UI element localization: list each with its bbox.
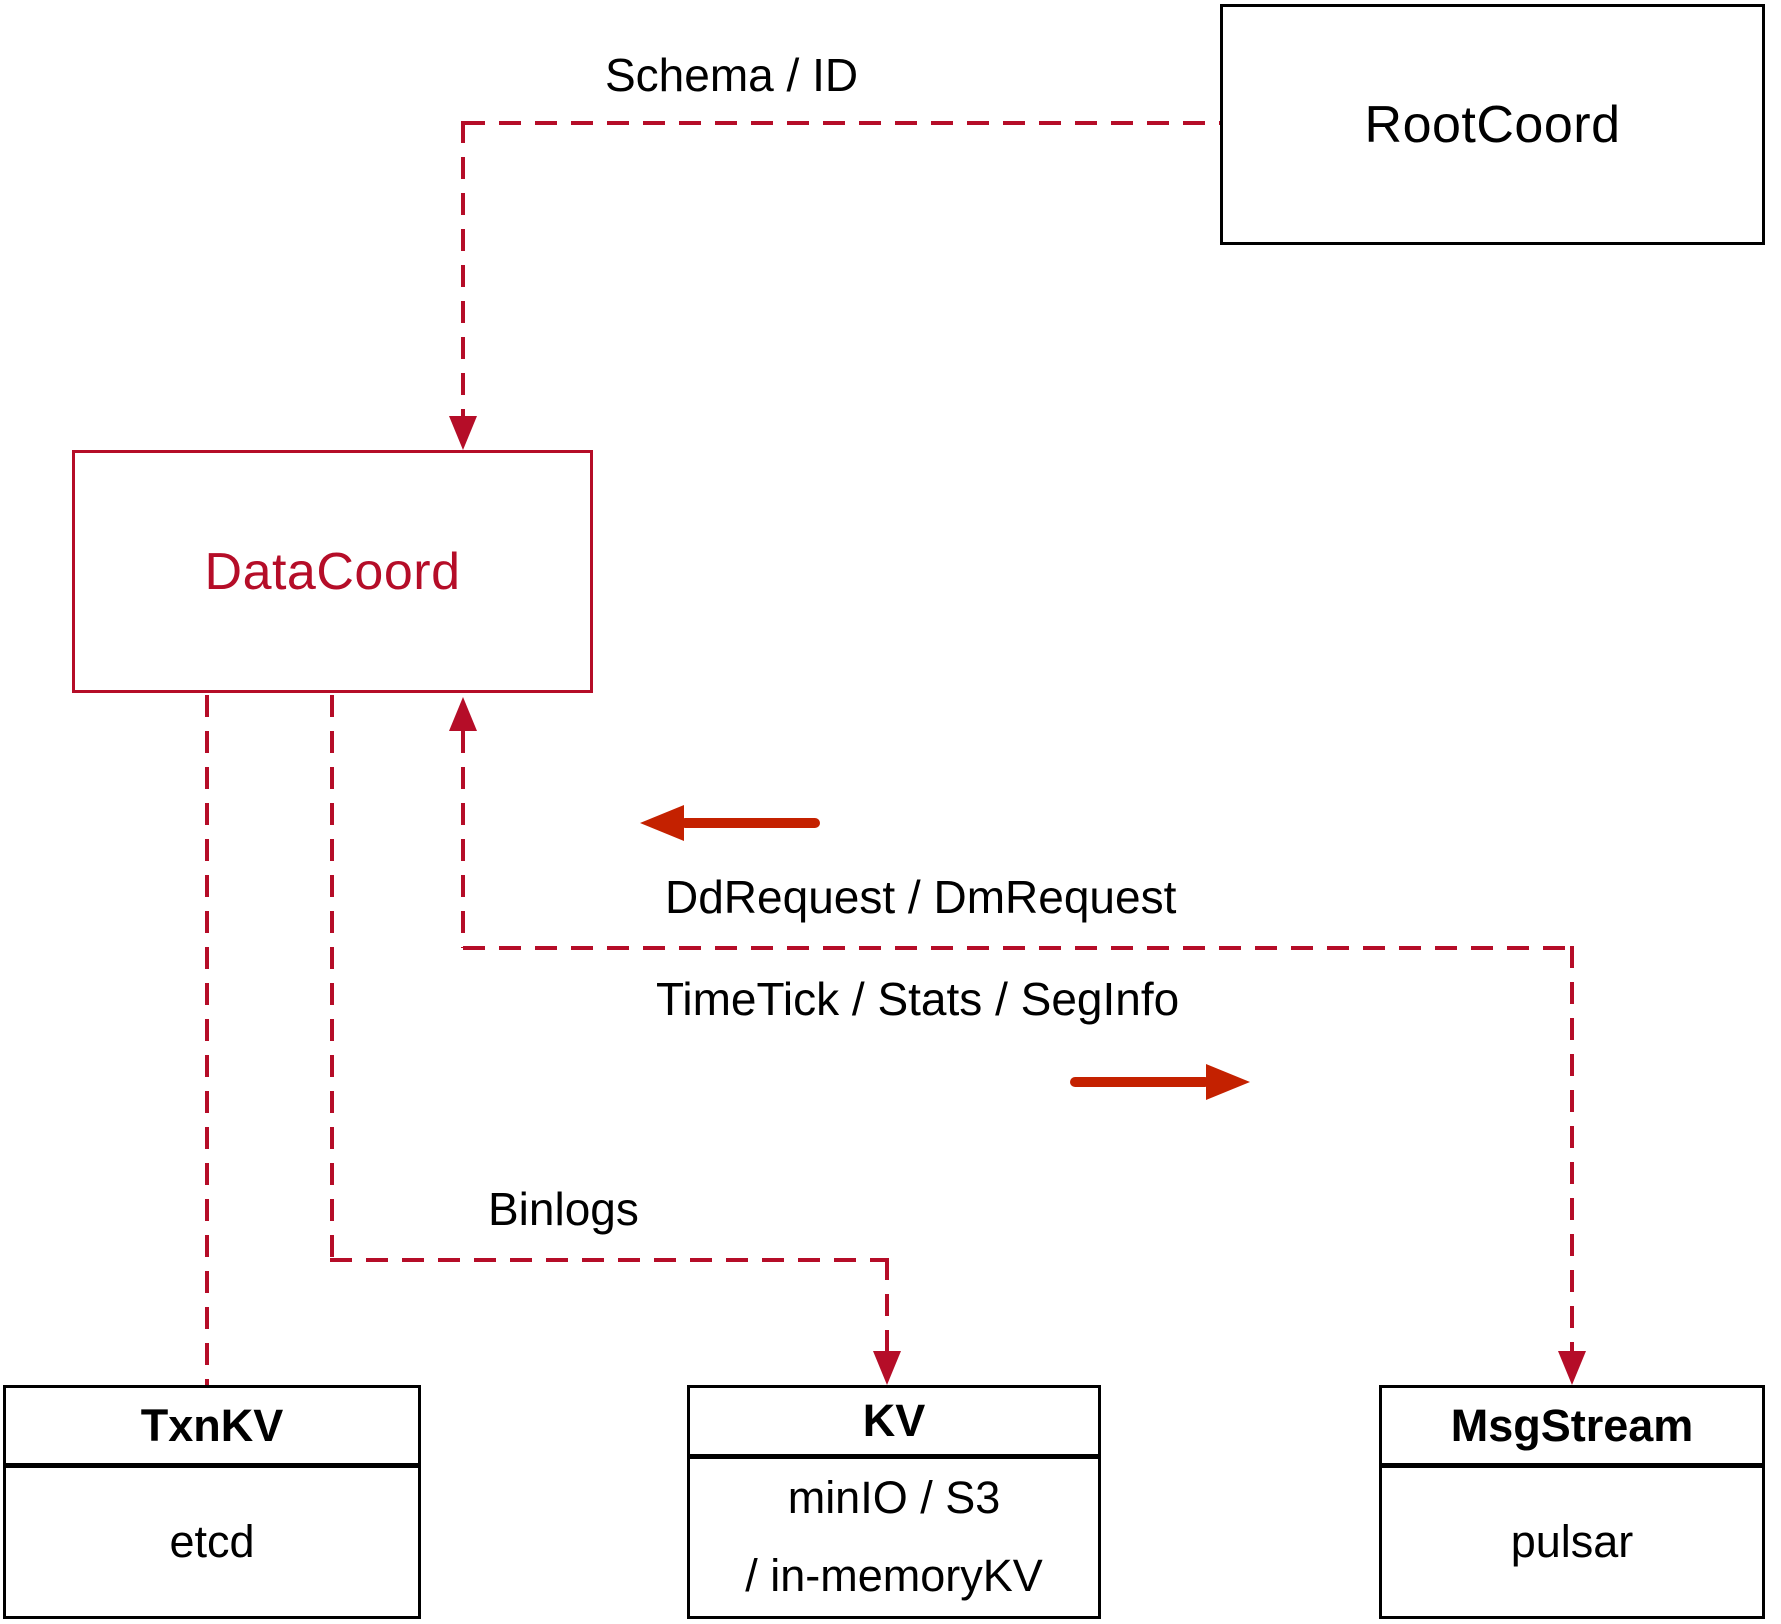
txnkv-edge-vertical (205, 695, 209, 1385)
node-txnkv: TxnKV etcd (3, 1385, 421, 1619)
left-direction-arrow-icon (640, 805, 820, 841)
node-msgstream: MsgStream pulsar (1379, 1385, 1765, 1619)
ddrequest-dmrequest-label: DdRequest / DmRequest (665, 871, 1177, 923)
left-arrow-head (640, 805, 684, 841)
kv-body-line2: / in-memoryKV (745, 1550, 1043, 1602)
timetick-arrowhead-icon (1558, 1351, 1586, 1385)
ddrequest-arrowhead-icon (449, 697, 477, 731)
schema-id-edge-vertical (461, 121, 465, 416)
kv-title: KV (690, 1388, 1098, 1459)
right-arrow-shaft (1070, 1077, 1210, 1087)
ddrequest-edge-vertical (461, 731, 465, 948)
binlogs-edge-horizontal (330, 1258, 889, 1262)
kv-body-line1: minIO / S3 (787, 1471, 1001, 1523)
binlogs-arrowhead-icon (873, 1351, 901, 1385)
node-kv: KV minIO / S3 / in-memoryKV (687, 1385, 1101, 1619)
right-arrow-head (1206, 1064, 1250, 1100)
rootcoord-label: RootCoord (1364, 95, 1621, 154)
timetick-edge-vertical (1570, 946, 1574, 1352)
txnkv-body: etcd (169, 1515, 255, 1567)
schema-id-edge-horizontal (463, 121, 1220, 125)
ddrequest-timetick-edge-horizontal (463, 946, 1570, 950)
msgstream-body: pulsar (1510, 1515, 1634, 1567)
datacoord-label: DataCoord (204, 542, 461, 601)
node-datacoord: DataCoord (72, 450, 593, 693)
binlogs-edge-vertical-upper (330, 695, 334, 1260)
node-rootcoord: RootCoord (1220, 4, 1765, 245)
left-arrow-shaft (680, 818, 820, 828)
right-direction-arrow-icon (1070, 1064, 1250, 1100)
schema-id-label: Schema / ID (605, 49, 859, 101)
msgstream-title: MsgStream (1382, 1388, 1762, 1468)
txnkv-title: TxnKV (6, 1388, 418, 1468)
timetick-stats-seginfo-label: TimeTick / Stats / SegInfo (656, 973, 1180, 1025)
binlogs-label: Binlogs (488, 1183, 639, 1235)
schema-id-arrowhead-icon (449, 416, 477, 450)
binlogs-edge-vertical-lower (885, 1258, 889, 1352)
